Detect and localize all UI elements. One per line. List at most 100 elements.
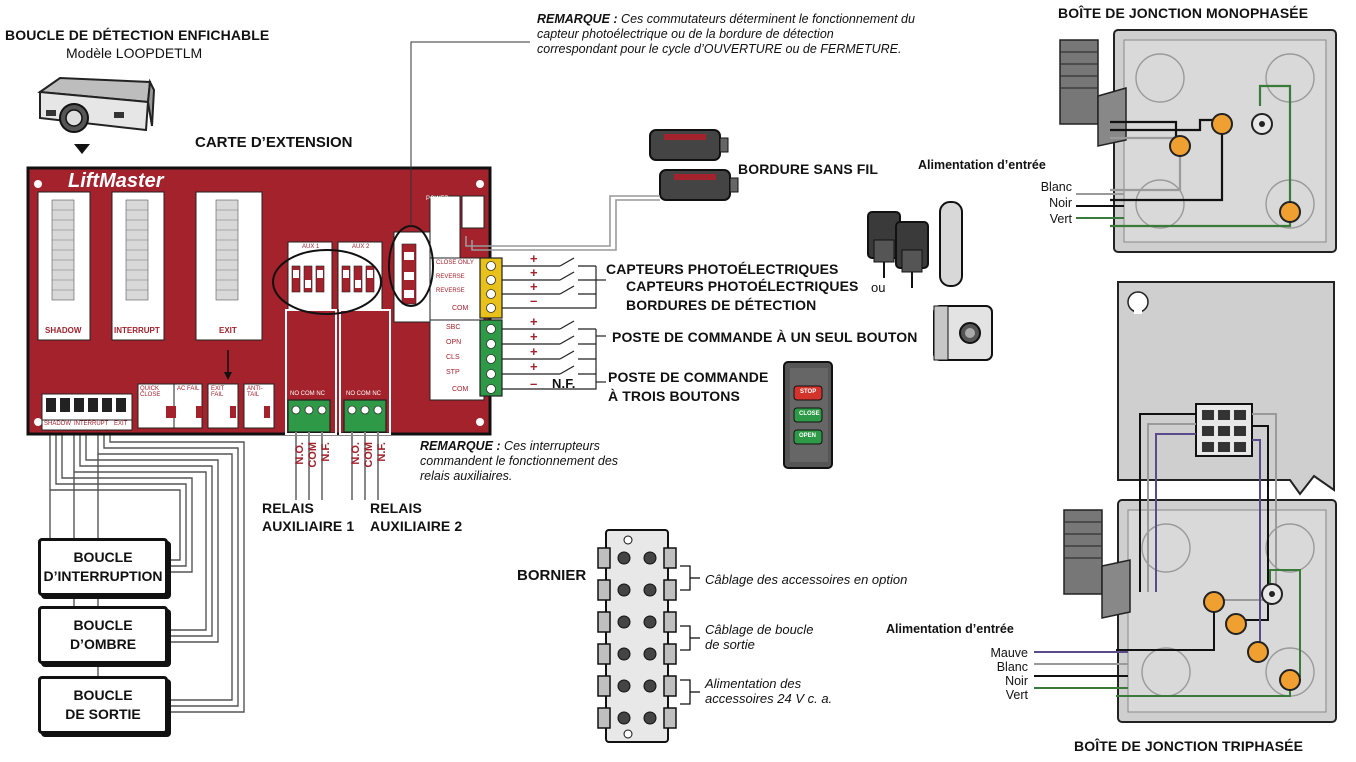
svg-text:+: + bbox=[530, 279, 538, 294]
board-label-nocomnc-1: NO COM NC bbox=[290, 391, 325, 397]
single-phase-wire-green: Vert bbox=[1049, 212, 1072, 226]
relay1-line1: RELAIS bbox=[262, 500, 314, 516]
svg-text:+: + bbox=[530, 314, 538, 329]
photo-sensors-line2: CAPTEURS PHOTOÉLECTRIQUES bbox=[626, 278, 859, 294]
plug-in-loop-title: BOUCLE DE DÉTECTION ENFICHABLE bbox=[5, 27, 270, 43]
board-label-aux1: AUX 1 bbox=[302, 244, 320, 250]
loop-box-interrupt: BOUCLE D’INTERRUPTION bbox=[38, 538, 168, 596]
aux-switch-oval bbox=[272, 249, 382, 315]
expansion-board bbox=[26, 166, 503, 436]
aux-relay-terminals bbox=[287, 399, 387, 500]
single-phase-input: Alimentation d’entrée bbox=[918, 158, 1046, 172]
board-label-nocomnc-2: NO COM NC bbox=[346, 391, 381, 397]
three-phase-wire-green: Vert bbox=[1005, 688, 1028, 702]
loop-exit-line2: DE SORTIE bbox=[65, 706, 141, 722]
board-input-cls: CLS bbox=[446, 354, 460, 361]
loop-exit-line1: BOUCLE bbox=[73, 687, 133, 703]
board-input-stp: STP bbox=[446, 369, 460, 376]
ctrl-close-text: CLOSE bbox=[799, 411, 820, 417]
note-top-lead: REMARQUE : bbox=[537, 12, 618, 26]
loop-interrupt-line2: D’INTERRUPTION bbox=[43, 568, 163, 584]
board-photo-input-1: CLOSE ONLY bbox=[436, 260, 474, 266]
board-label-anti-tail: ANTI-TAIL bbox=[247, 386, 263, 398]
svg-text:+: + bbox=[530, 251, 538, 266]
three-phase-title: BOÎTE DE JONCTION TRIPHASÉE bbox=[1074, 738, 1304, 754]
board-connector-exit: EXIT bbox=[114, 421, 128, 427]
wireless-edge-label: BORDURE SANS FIL bbox=[738, 161, 879, 177]
three-button-line1: POSTE DE COMMANDE bbox=[608, 369, 769, 385]
relay1-pin-no: N.O. bbox=[294, 442, 306, 465]
relay1-pin-com: COM bbox=[307, 442, 319, 468]
single-phase-wire-white: Blanc bbox=[1040, 180, 1072, 194]
brand-logo: LiftMaster bbox=[68, 170, 164, 192]
board-photo-input-3: REVERSE bbox=[436, 288, 465, 294]
relay1-pin-nf: N.F. bbox=[320, 442, 332, 462]
board-label-exit-fail: EXIT FAIL bbox=[211, 386, 225, 398]
svg-text:+: + bbox=[530, 329, 538, 344]
three-button-line2: À TROIS BOUTONS bbox=[608, 388, 740, 404]
single-phase-junction-box bbox=[1059, 29, 1337, 253]
three-phase-junction-box bbox=[1034, 281, 1337, 723]
note-top-text: Ces commutateurs déterminent le fonction… bbox=[537, 12, 915, 56]
note-leader-line bbox=[410, 41, 530, 226]
svg-text:+: + bbox=[530, 265, 538, 280]
board-connector-shadow: SHADOW bbox=[44, 421, 71, 427]
photo-eye-devices bbox=[867, 201, 963, 288]
svg-text:+: + bbox=[530, 344, 538, 359]
relay2-line1: RELAIS bbox=[370, 500, 422, 516]
board-label-shadow: SHADOW bbox=[45, 326, 82, 335]
board-label-quick-close: QUICK CLOSE bbox=[140, 386, 161, 398]
board-label-ac-fail: AC FAIL bbox=[177, 386, 200, 392]
loop-shadow-line2: D’OMBRE bbox=[69, 636, 137, 652]
nc-label: N.F. bbox=[552, 376, 576, 391]
board-label-interrupt: INTERRUPT bbox=[114, 326, 160, 335]
note-relay: REMARQUE : Ces interrupteurs commandent … bbox=[420, 439, 650, 484]
photo-sensor-wires bbox=[502, 257, 606, 309]
board-photo-input-2: REVERSE bbox=[436, 274, 465, 280]
single-phase-title: BOÎTE DE JONCTION MONOPHASÉE bbox=[1058, 5, 1309, 21]
board-photo-input-4: COM bbox=[452, 305, 469, 312]
three-phase-wire-black: Noir bbox=[1005, 674, 1028, 688]
loop-detector-device bbox=[37, 76, 156, 154]
plug-in-loop-model: Modèle LOOPDETLM bbox=[66, 45, 203, 61]
board-input-sbc: SBC bbox=[446, 324, 461, 331]
board-input-com: COM bbox=[452, 386, 469, 393]
three-phase-wire-purple: Mauve bbox=[990, 646, 1028, 660]
relay2-pin-com: COM bbox=[363, 442, 375, 468]
expansion-board-title: CARTE D’EXTENSION bbox=[195, 134, 353, 151]
loop-box-shadow: BOUCLE D’OMBRE bbox=[38, 606, 168, 664]
three-phase-input: Alimentation d’entrée bbox=[886, 622, 1014, 636]
terminal-block-device bbox=[597, 529, 700, 743]
single-button-device bbox=[933, 305, 993, 361]
note-relay-lead: REMARQUE : bbox=[420, 439, 501, 453]
terminal-power-line1: Alimentation des bbox=[705, 676, 802, 691]
note-relay-text: Ces interrupteurs commandent le fonction… bbox=[420, 439, 619, 483]
svg-text:+: + bbox=[530, 359, 538, 374]
wireless-edge-wires bbox=[465, 195, 660, 251]
terminal-exit-loop-line1: Câblage de boucle bbox=[705, 622, 814, 637]
polarity-marks: +++– ++++– bbox=[530, 251, 538, 391]
control-wires bbox=[502, 320, 606, 390]
board-connector-interrupt: INTERRUPT bbox=[74, 421, 109, 427]
photo-sensors-line1: CAPTEURS PHOTOÉLECTRIQUES bbox=[606, 261, 839, 277]
board-input-opn: OPN bbox=[446, 339, 462, 346]
svg-text:–: – bbox=[530, 376, 537, 391]
terminal-optional-label: Câblage des accessoires en option bbox=[705, 572, 908, 587]
board-label-exit: EXIT bbox=[219, 326, 237, 335]
photo-sensors-line3: BORDURES DE DÉTECTION bbox=[626, 297, 817, 313]
relay2-pin-nf: N.F. bbox=[376, 442, 388, 462]
note-top: REMARQUE : Ces commutateurs déterminent … bbox=[537, 12, 917, 57]
loop-box-exit: BOUCLE DE SORTIE bbox=[38, 676, 168, 734]
ctrl-open-text: OPEN bbox=[799, 433, 817, 439]
svg-text:–: – bbox=[530, 293, 537, 308]
terminal-power-line2: accessoires 24 V c. a. bbox=[705, 691, 833, 706]
loop-interrupt-line1: BOUCLE bbox=[73, 549, 133, 565]
three-button-device bbox=[783, 361, 833, 469]
single-phase-wire-black: Noir bbox=[1049, 196, 1072, 210]
loop-shadow-line1: BOUCLE bbox=[73, 617, 133, 633]
relay2-line2: AUXILIAIRE 2 bbox=[370, 518, 463, 534]
single-button-label: POSTE DE COMMANDE À UN SEUL BOUTON bbox=[612, 329, 918, 345]
ctrl-stop-text: STOP bbox=[800, 389, 817, 395]
